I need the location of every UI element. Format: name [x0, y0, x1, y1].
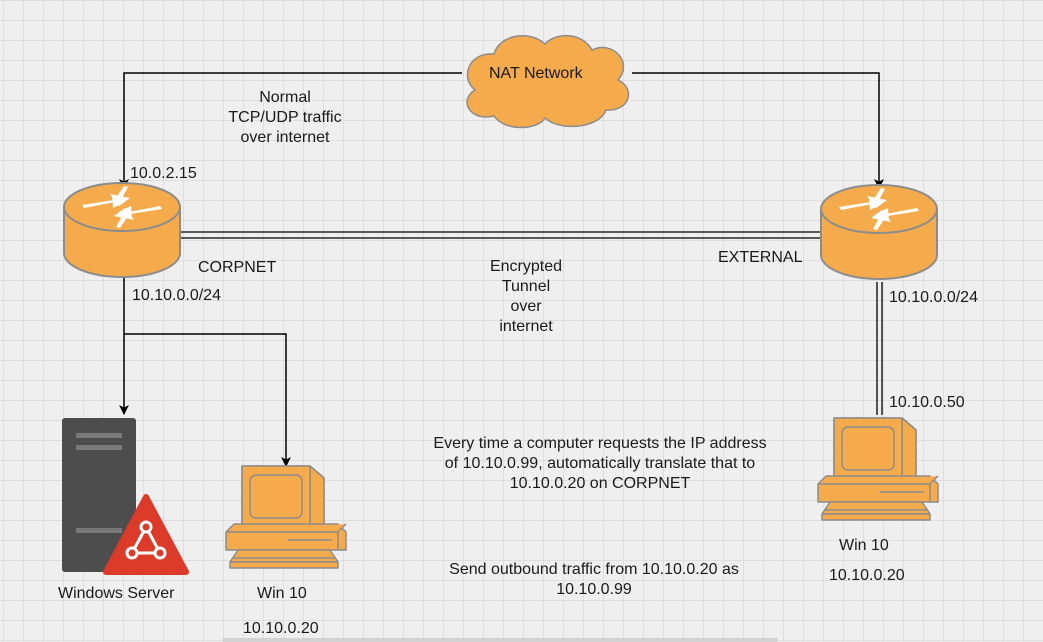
encrypted-tunnel-link: [180, 231, 822, 239]
external-pc-ip-top-label: 10.10.0.50: [889, 394, 965, 411]
horizontal-scrollbar[interactable]: [222, 638, 778, 642]
corp-pc-label: Win 10: [257, 585, 307, 602]
nat-network-label: NAT Network: [489, 65, 583, 82]
corp-subnet-label: 10.10.0.0/24: [132, 287, 221, 304]
desktop-computer-icon: [817, 417, 939, 521]
corp-router-label: CORPNET: [198, 259, 277, 276]
router-icon: [820, 184, 938, 280]
desktop-computer-icon: [225, 465, 347, 569]
connector-corp-router-to-pc: [124, 333, 291, 467]
external-subnet-label: 10.10.0.0/24: [889, 289, 978, 306]
normal-traffic-label: Normal TCP/UDP traffic over internet: [228, 89, 342, 146]
server-icon: [62, 418, 136, 572]
external-router-label: EXTERNAL: [718, 249, 803, 266]
router-icon: [63, 182, 181, 278]
tunnel-label: Encrypted Tunnel over internet: [489, 258, 563, 335]
corp-router-ip-label: 10.0.2.15: [130, 165, 197, 182]
external-pc-ip-label: 10.10.0.20: [829, 567, 905, 584]
connector-cloud-to-external-router: [632, 72, 884, 189]
corp-pc-ip-label: 10.10.0.20: [243, 620, 319, 637]
external-pc-label: Win 10: [839, 537, 889, 554]
link-external-router-to-pc: [876, 282, 883, 415]
windows-server-label: Windows Server: [58, 585, 175, 602]
nat-rule-text: Every time a computer requests the IP ad…: [433, 435, 767, 492]
cloud-icon: [466, 35, 630, 129]
connector-cloud-to-corp-router: [119, 72, 462, 189]
warning-network-icon: [103, 494, 189, 575]
outbound-rule-text: Send outbound traffic from 10.10.0.20 as…: [449, 561, 739, 598]
